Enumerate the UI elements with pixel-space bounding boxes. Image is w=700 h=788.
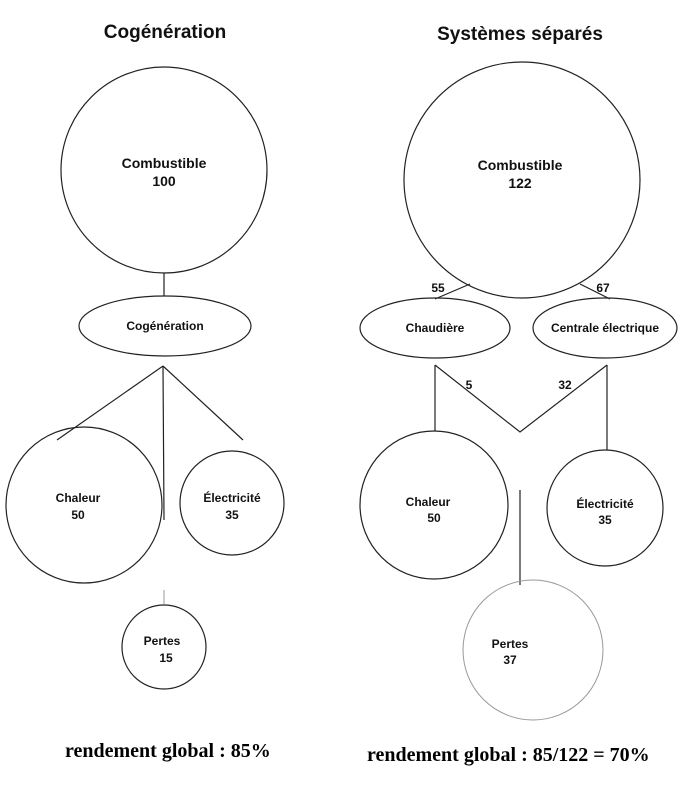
heat-label: Chaleur (406, 495, 451, 509)
losses-value: 37 (503, 653, 517, 667)
process-label: Cogénération (126, 319, 203, 333)
heat-node (5, 426, 163, 584)
electricity-label: Électricité (203, 490, 261, 505)
connector (162, 365, 165, 521)
flow-boiler-value: 55 (431, 281, 445, 295)
losses-label: Pertes (144, 634, 181, 648)
flow-plant-value: 67 (596, 281, 610, 295)
cogeneration-efficiency: rendement global : 85% (65, 740, 271, 762)
heat-node (359, 430, 509, 580)
separate-efficiency: rendement global : 85/122 = 70% (367, 744, 650, 766)
electricity-label: Électricité (576, 496, 634, 511)
loss-boiler-value: 5 (466, 378, 473, 392)
power-plant-label: Centrale électrique (551, 321, 659, 335)
losses-value: 15 (159, 651, 173, 665)
electricity-value: 35 (225, 508, 239, 522)
fuel-label: Combustible (478, 157, 563, 173)
heat-value: 50 (427, 511, 441, 525)
fuel-label: Combustible (122, 155, 207, 171)
electricity-node (179, 450, 285, 556)
losses-connector (434, 364, 608, 433)
losses-node (121, 604, 207, 690)
fuel-value: 122 (508, 175, 532, 191)
connector (162, 365, 244, 441)
heat-label: Chaleur (56, 491, 101, 505)
connector (56, 365, 164, 441)
cogeneration-process-node (78, 295, 252, 357)
heat-value: 50 (71, 508, 85, 522)
separate-title: Systèmes séparés (437, 24, 603, 45)
losses-node (462, 579, 604, 721)
electricity-value: 35 (598, 513, 612, 527)
losses-label: Pertes (492, 637, 529, 651)
fuel-node (403, 61, 641, 299)
fuel-value: 100 (152, 173, 176, 189)
connector (579, 283, 611, 300)
separate-systems-diagram: Systèmes séparés Combustible 122 55 67 C… (359, 24, 678, 766)
boiler-node (359, 297, 511, 359)
connector (434, 283, 471, 300)
boiler-label: Chaudière (406, 321, 465, 335)
power-plant-node (532, 297, 678, 359)
cogeneration-diagram: Cogénération Combustible 100 Cogénératio… (5, 22, 285, 762)
cogeneration-title: Cogénération (104, 22, 226, 43)
loss-plant-value: 32 (558, 378, 572, 392)
electricity-node (546, 449, 664, 567)
